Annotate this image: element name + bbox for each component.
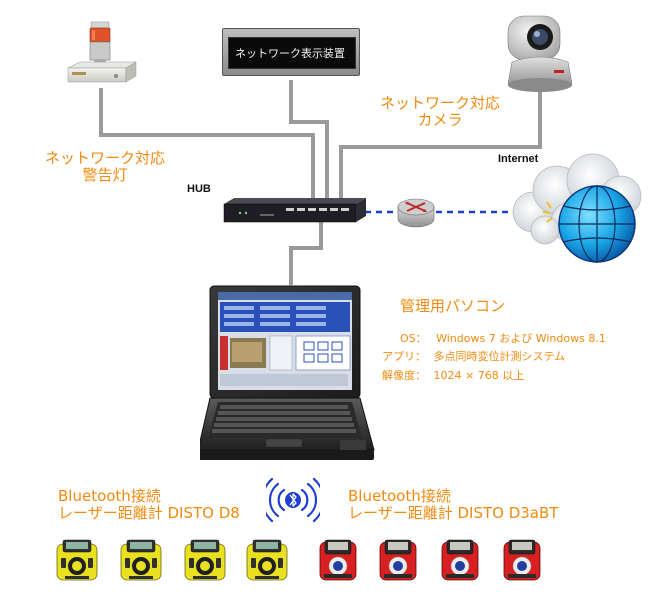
disto-d3abt-label-line2: レーザー距離計 DISTO D3aBT — [348, 504, 559, 522]
pc-spec-os: OS： Windows 7 および Windows 8.1 — [400, 330, 606, 346]
disto-d8-meter-1 — [56, 539, 98, 581]
pc-title: 管理用パソコン — [400, 297, 506, 315]
disto-d3abt-meters — [319, 539, 541, 581]
disto-d8-label: Bluetooth接続 レーザー距離計 DISTO D8 — [58, 488, 240, 522]
internet-label: Internet — [498, 153, 539, 165]
camera-label: ネットワーク対応 カメラ — [380, 95, 500, 129]
disto-d3abt-label-line1: Bluetooth接続 — [348, 487, 451, 505]
disto-d3abt-meter-2 — [379, 539, 417, 581]
disto-d8-meter-3 — [184, 539, 226, 581]
disto-d8-label-line1: Bluetooth接続 — [58, 487, 161, 505]
pc-spec-os-key: OS： — [400, 332, 427, 345]
disto-d3abt-label: Bluetooth接続 レーザー距離計 DISTO D3aBT — [348, 488, 558, 522]
warning-light-icon — [67, 21, 137, 83]
warning-light-label: ネットワーク対応 警告灯 — [20, 150, 190, 184]
disto-d3abt-meter-3 — [441, 539, 479, 581]
disto-d8-meters — [56, 539, 288, 581]
globe-cloud-icon — [512, 153, 642, 263]
pc-spec-os-value: Windows 7 および Windows 8.1 — [436, 332, 606, 345]
pc-spec-app: アプリ： 多点同時変位計測システム — [382, 348, 565, 364]
warning-light-label-line1: ネットワーク対応 — [44, 149, 165, 167]
camera-label-line2: カメラ — [417, 111, 463, 129]
disto-d8-label-line2: レーザー距離計 DISTO D8 — [58, 504, 240, 522]
pc-spec-resolution-value: 1024 × 768 以上 — [433, 369, 525, 382]
disto-d3abt-meter-1 — [319, 539, 357, 581]
router-icon — [397, 198, 435, 228]
network-camera-icon — [507, 15, 573, 92]
pc-spec-app-value: 多点同時変位計測システム — [433, 350, 566, 363]
disto-d3abt-meter-4 — [503, 539, 541, 581]
display-sign: ネットワーク表示装置 — [222, 28, 360, 76]
display-sign-text: ネットワーク表示装置 — [235, 47, 345, 60]
pc-spec-resolution-key: 解像度： — [382, 369, 426, 382]
camera-label-line1: ネットワーク対応 — [380, 94, 501, 112]
hub-label: HUB — [187, 183, 211, 195]
bluetooth-icon — [266, 477, 320, 523]
hub-icon — [223, 198, 366, 223]
pc-spec-app-key: アプリ： — [382, 350, 426, 363]
laptop-icon — [200, 285, 375, 460]
disto-d8-meter-2 — [120, 539, 162, 581]
warning-light-label-line2: 警告灯 — [82, 166, 128, 184]
pc-spec-resolution: 解像度： 1024 × 768 以上 — [382, 367, 524, 383]
disto-d8-meter-4 — [246, 539, 288, 581]
